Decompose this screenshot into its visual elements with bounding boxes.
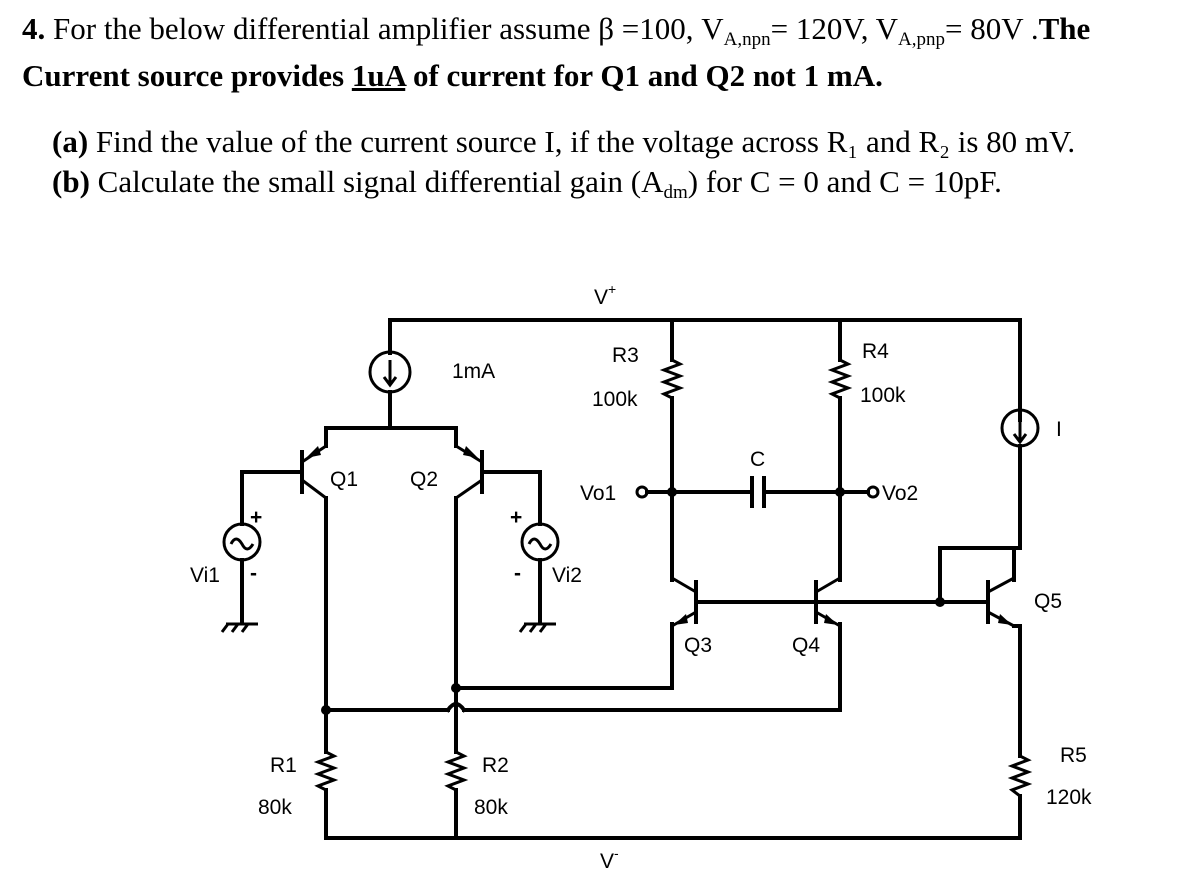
r2-resistor-icon bbox=[443, 750, 469, 792]
current-source-1ma-label: 1mA bbox=[452, 360, 495, 383]
q5-transistor-icon bbox=[986, 576, 1015, 628]
r2-value: 80k bbox=[474, 796, 508, 819]
va-pnp-value: = 80V . bbox=[945, 11, 1039, 46]
q2-base-wire bbox=[480, 470, 542, 526]
vo2-label: Vo2 bbox=[882, 482, 918, 505]
problem-line-1: 4. For the below differential amplifier … bbox=[22, 8, 1182, 55]
part-a-label: (a) bbox=[52, 124, 89, 159]
vplus-rail bbox=[388, 318, 1022, 422]
problem-parts: (a) Find the value of the current source… bbox=[52, 122, 1075, 207]
vi2-minus-sign: - bbox=[514, 562, 521, 585]
q1-base-wire bbox=[240, 470, 304, 526]
part-b-text-2: ) for C = 0 and C = 10pF. bbox=[687, 164, 1002, 199]
vplus-label: V+ bbox=[594, 281, 616, 309]
q4-label: Q4 bbox=[792, 634, 820, 657]
q4-emitter-wire bbox=[462, 622, 842, 712]
q1-transistor-icon bbox=[300, 444, 327, 500]
r5-label: R5 bbox=[1060, 744, 1087, 767]
va-pnp-subscript: A,pnp bbox=[898, 29, 946, 50]
problem-statement: 4. For the below differential amplifier … bbox=[22, 8, 1182, 97]
r3-value: 100k bbox=[592, 388, 638, 411]
capacitor-label: C bbox=[750, 448, 765, 471]
problem-bold-tail: The bbox=[1038, 11, 1091, 46]
q3-label: Q3 bbox=[684, 634, 712, 657]
vi1-source-icon bbox=[222, 522, 262, 562]
r1-resistor-icon bbox=[313, 750, 339, 792]
part-b-text-1: Calculate the small signal differential … bbox=[97, 164, 664, 199]
vi1-plus-sign: + bbox=[250, 506, 262, 529]
va-npn-value: = 120V, V bbox=[770, 11, 899, 46]
problem-line-2: Current source provides 1uA of current f… bbox=[22, 55, 1182, 97]
problem-text-2b: of current for Q1 and Q2 not 1 mA. bbox=[405, 58, 883, 93]
vi2-plus-sign: + bbox=[510, 506, 522, 529]
q5-label: Q5 bbox=[1034, 590, 1062, 613]
part-a-text: Find the value of the current source I, … bbox=[95, 124, 1076, 159]
r2-label: R2 bbox=[482, 754, 509, 777]
r5-value: 120k bbox=[1046, 786, 1092, 809]
problem-text-1: For the below differential amplifier ass… bbox=[53, 11, 724, 46]
vi2-label: Vi2 bbox=[552, 564, 582, 587]
vi1-minus-sign: - bbox=[250, 562, 257, 585]
vi1-label: Vi1 bbox=[190, 564, 220, 587]
q3-emitter-wire bbox=[454, 622, 674, 690]
part-b-label: (b) bbox=[52, 164, 90, 199]
part-b-subscript: dm bbox=[663, 182, 688, 203]
r4-label: R4 bbox=[862, 340, 889, 363]
vi1-ground-icon bbox=[220, 622, 258, 633]
current-source-i-label: I bbox=[1056, 418, 1062, 441]
va-npn-subscript: A,npn bbox=[723, 29, 771, 50]
part-a: (a) Find the value of the current source… bbox=[52, 122, 1075, 162]
q5-diode-connection bbox=[938, 546, 1016, 604]
q2-transistor-icon bbox=[455, 444, 484, 500]
r4-value: 100k bbox=[860, 384, 906, 407]
vi2-source-icon bbox=[520, 522, 560, 562]
vminus-rail bbox=[324, 798, 1022, 840]
problem-underlined-current: 1uA bbox=[351, 58, 406, 93]
q1-label: Q1 bbox=[330, 468, 358, 491]
q2-label: Q2 bbox=[410, 468, 438, 491]
r3-label: R3 bbox=[612, 344, 639, 367]
r4-resistor-icon bbox=[827, 358, 853, 400]
vo2-terminal bbox=[866, 485, 880, 499]
q3-transistor-icon bbox=[671, 576, 698, 628]
part-b: (b) Calculate the small signal different… bbox=[52, 162, 1075, 207]
vi2-ground-icon bbox=[518, 622, 556, 633]
r3-resistor-icon bbox=[659, 358, 685, 400]
r5-resistor-icon bbox=[1007, 754, 1033, 798]
r1-value: 80k bbox=[258, 796, 292, 819]
problem-number: 4. bbox=[22, 11, 46, 46]
vminus-label: V- bbox=[600, 845, 619, 873]
problem-text-2a: Current source provides bbox=[22, 58, 352, 93]
vo1-label: Vo1 bbox=[580, 482, 616, 505]
r1-label: R1 bbox=[270, 754, 297, 777]
